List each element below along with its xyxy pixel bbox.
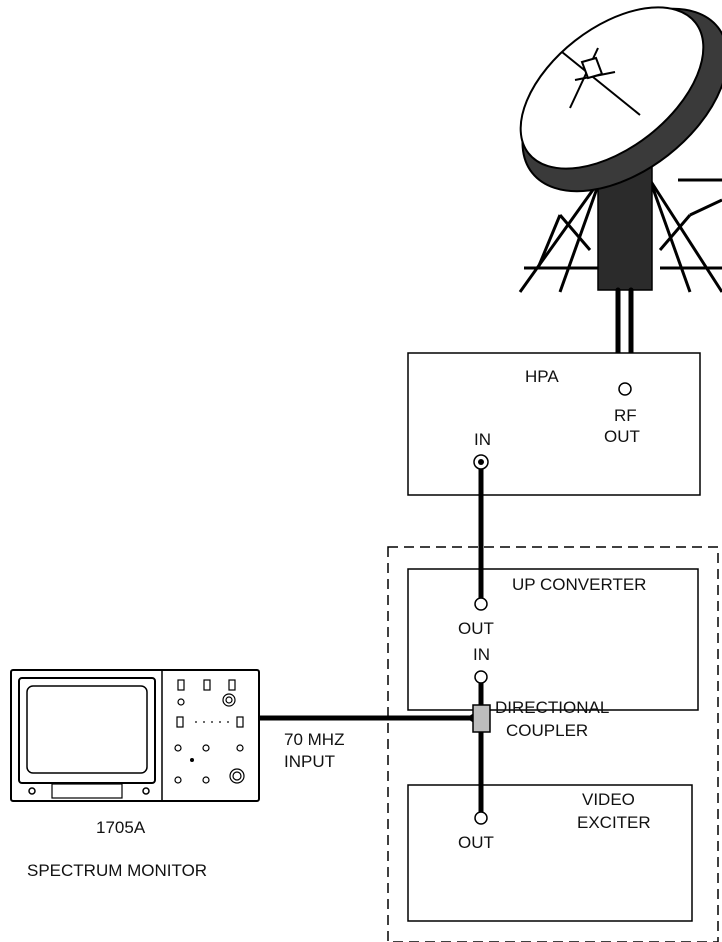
exciter-enclosure	[387, 546, 719, 942]
hpa-box: HPA RF OUT IN	[407, 352, 701, 496]
coupler-label-2: COUPLER	[506, 721, 588, 740]
monitor-model-label: 1705A	[96, 818, 146, 837]
directional-coupler-icon	[472, 704, 491, 733]
hpa-title: HPA	[525, 367, 559, 386]
upconv-in-connector	[474, 670, 488, 684]
coupler-label-1: DIRECTIONAL	[495, 698, 609, 717]
monitor-name-label: SPECTRUM MONITOR	[27, 861, 207, 880]
up-converter-in-label: IN	[473, 645, 490, 664]
video-exciter-label-2: EXCITER	[577, 813, 651, 832]
video-exciter-out-label: OUT	[458, 833, 494, 852]
hpa-rf-out-connector	[618, 382, 632, 396]
video-exciter-box: VIDEO EXCITER OUT	[407, 784, 693, 922]
up-converter-title: UP CONVERTER	[512, 575, 646, 594]
exciter-out-connector	[474, 811, 488, 825]
up-converter-box: UP CONVERTER OUT IN	[407, 568, 699, 711]
up-converter-out-label: OUT	[458, 619, 494, 638]
spectrum-monitor-icon	[10, 669, 260, 802]
hpa-out-label: OUT	[604, 427, 640, 446]
input-label-2: INPUT	[284, 752, 335, 771]
antenna-tower	[518, 6, 722, 386]
video-exciter-label-1: VIDEO	[582, 790, 635, 809]
hpa-in-label: IN	[474, 430, 491, 449]
input-label-1: 70 MHZ	[284, 730, 344, 749]
upconv-out-connector	[474, 597, 488, 611]
hpa-rf-label: RF	[614, 406, 637, 425]
